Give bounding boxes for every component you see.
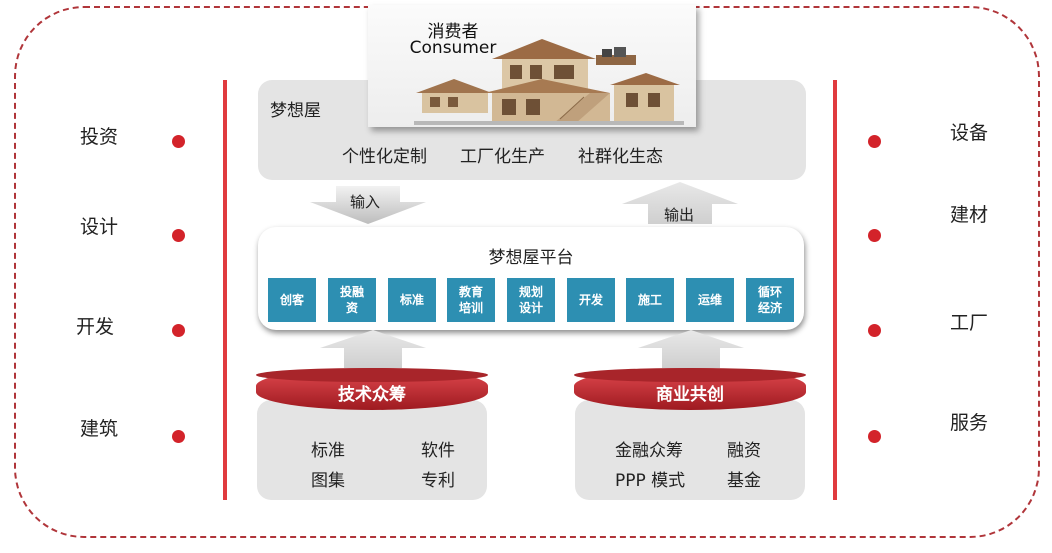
module-construction: 施工 xyxy=(626,278,674,322)
platform-title: 梦想屋平台 xyxy=(488,248,574,268)
module-maker: 创客 xyxy=(268,278,316,322)
bullet-icon xyxy=(172,229,185,242)
dream-house-title: 梦想屋 xyxy=(270,101,321,121)
tech-crowdfunding-panel: 标准 软件 图集 专利 xyxy=(257,400,487,500)
bullet-icon xyxy=(868,430,881,443)
module-education-training: 教育 培训 xyxy=(447,278,495,322)
bullet-icon xyxy=(868,324,881,337)
module-standard: 标准 xyxy=(388,278,436,322)
business-item-fund: 基金 xyxy=(727,471,761,491)
left-divider xyxy=(223,80,227,500)
module-circular-economy: 循环 经济 xyxy=(746,278,794,322)
business-arrow-up-icon xyxy=(638,330,744,368)
business-cocreation-panel: 金融众筹 融资 PPP 模式 基金 xyxy=(575,400,805,500)
module-investment-financing: 投融 资 xyxy=(328,278,376,322)
right-item-equipment: 设备 xyxy=(950,122,989,144)
tech-item-software: 软件 xyxy=(421,441,455,461)
business-item-ppp-mode: PPP 模式 xyxy=(615,471,686,491)
tech-arrow-up-icon xyxy=(320,330,426,368)
right-divider xyxy=(833,80,837,500)
tech-crowdfunding-title: 技术众筹 xyxy=(338,385,406,405)
feature-factory-production: 工厂化生产 xyxy=(460,147,545,167)
bullet-icon xyxy=(868,135,881,148)
business-item-financing: 融资 xyxy=(727,441,761,461)
module-planning-design: 规划 设计 xyxy=(507,278,555,322)
consumer-label-en: Consumer xyxy=(409,38,497,58)
bullet-icon xyxy=(172,430,185,443)
tech-item-patent: 专利 xyxy=(421,471,455,491)
tech-item-atlas: 图集 xyxy=(311,471,345,491)
module-development: 开发 xyxy=(567,278,615,322)
bullet-icon xyxy=(868,229,881,242)
dream-house-platform: 梦想屋平台 创客 投融 资 标准 教育 培训 规划 设计 开发 施工 运维 循环… xyxy=(258,227,804,330)
right-item-service: 服务 xyxy=(950,412,989,434)
business-cocreation-header: 商业共创 xyxy=(574,368,806,412)
left-item-construction: 建筑 xyxy=(80,418,119,440)
feature-community-ecosystem: 社群化生态 xyxy=(578,147,663,167)
feature-customization: 个性化定制 xyxy=(342,147,427,167)
consumer-label-cn: 消费者 xyxy=(427,22,479,42)
left-item-development: 开发 xyxy=(76,316,115,338)
bullet-icon xyxy=(172,324,185,337)
right-item-factory: 工厂 xyxy=(950,312,989,334)
input-label: 输入 xyxy=(350,193,381,211)
module-operation: 运维 xyxy=(686,278,734,322)
business-item-financial-crowdfunding: 金融众筹 xyxy=(615,441,683,461)
left-item-design: 设计 xyxy=(80,216,119,238)
consumer-card: 消费者 Consumer xyxy=(368,5,696,127)
house-illustration-icon xyxy=(414,39,684,125)
output-arrow-up-icon xyxy=(622,182,738,224)
left-item-investment: 投资 xyxy=(80,126,119,148)
input-arrow-down-icon xyxy=(310,186,426,224)
bullet-icon xyxy=(172,135,185,148)
tech-crowdfunding-header: 技术众筹 xyxy=(256,368,488,412)
right-item-materials: 建材 xyxy=(950,204,989,226)
output-label: 输出 xyxy=(664,206,695,224)
tech-item-standard: 标准 xyxy=(311,441,345,461)
business-cocreation-title: 商业共创 xyxy=(656,385,724,405)
